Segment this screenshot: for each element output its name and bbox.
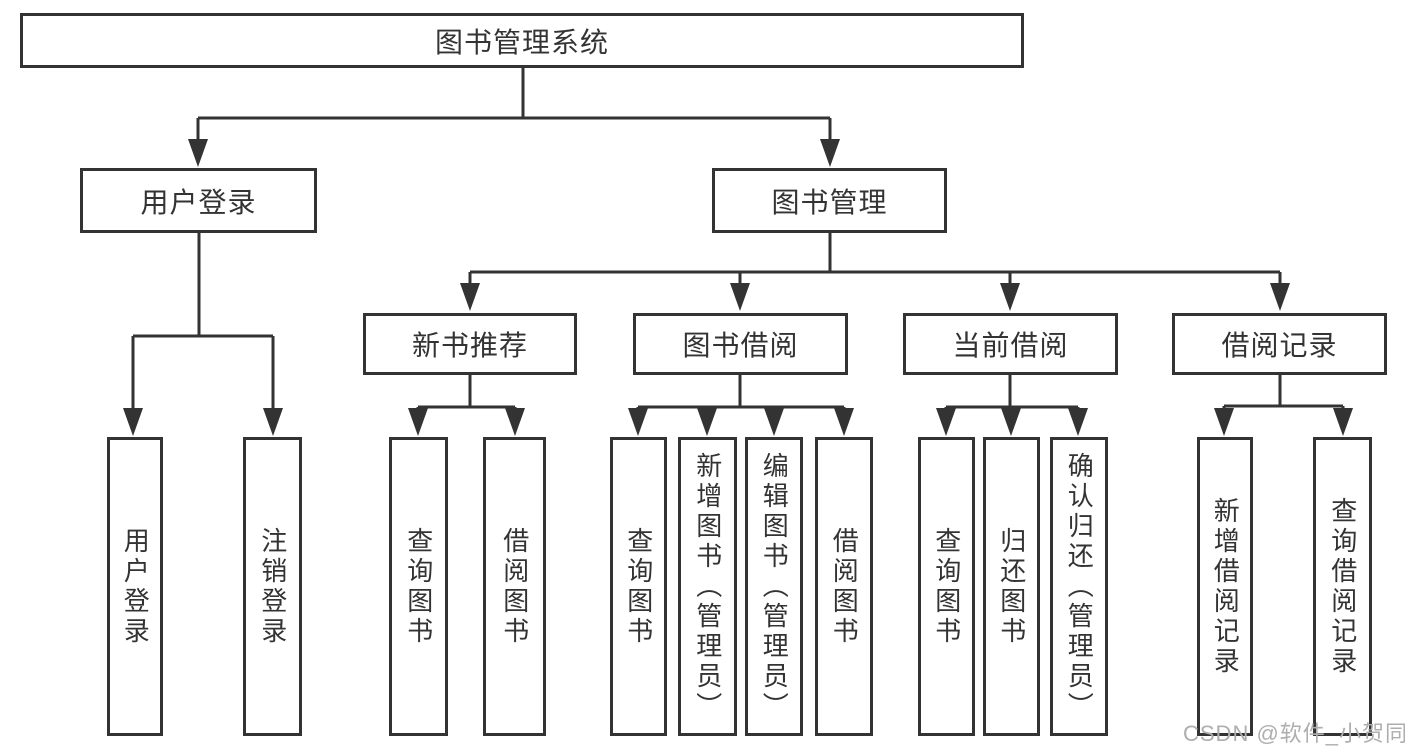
leaf-query-books-borrow: 查询图书 <box>610 437 667 736</box>
node-new-book-recommend: 新书推荐 <box>363 313 577 375</box>
leaf-user-login-label: 用户登录 <box>120 526 151 647</box>
node-book-borrow-label: 图书借阅 <box>682 330 799 361</box>
node-borrow-records: 借阅记录 <box>1172 313 1387 375</box>
node-new-book-recommend-label: 新书推荐 <box>411 330 528 361</box>
leaf-logout-label: 注销登录 <box>257 526 288 647</box>
leaf-edit-book-admin: 编辑图书（管理员） <box>745 437 803 736</box>
node-user-login-label: 用户登录 <box>140 186 257 218</box>
leaf-query-books-recommend: 查询图书 <box>389 437 448 736</box>
leaf-borrow-books-borrow-label: 借阅图书 <box>829 526 860 647</box>
leaf-query-books-current-label: 查询图书 <box>931 526 962 647</box>
leaf-query-borrow-record-label: 查询借阅记录 <box>1327 496 1358 677</box>
leaf-add-borrow-record-label: 新增借阅记录 <box>1210 496 1241 677</box>
node-borrow-records-label: 借阅记录 <box>1221 330 1338 361</box>
leaf-user-login: 用户登录 <box>107 437 163 736</box>
leaf-confirm-return-admin: 确认归还（管理员） <box>1050 437 1108 736</box>
node-book-management-label: 图书管理 <box>771 186 888 218</box>
leaf-return-books: 归还图书 <box>983 437 1040 736</box>
leaf-query-borrow-record: 查询借阅记录 <box>1313 437 1372 736</box>
node-root-label: 图书管理系统 <box>434 26 609 58</box>
node-book-borrow: 图书借阅 <box>633 313 848 375</box>
leaf-logout: 注销登录 <box>243 437 302 736</box>
leaf-query-books-recommend-label: 查询图书 <box>403 526 434 647</box>
watermark: CSDN @软件_小贺同学 <box>1183 721 1405 746</box>
leaf-borrow-books-recommend: 借阅图书 <box>483 437 546 736</box>
leaf-add-book-admin: 新增图书（管理员） <box>678 437 737 736</box>
node-root: 图书管理系统 <box>20 13 1024 68</box>
leaf-borrow-books-borrow: 借阅图书 <box>815 437 873 736</box>
leaf-add-borrow-record: 新增借阅记录 <box>1197 437 1253 736</box>
leaf-return-books-label: 归还图书 <box>996 526 1027 647</box>
node-current-borrow-label: 当前借阅 <box>952 330 1069 361</box>
node-user-login: 用户登录 <box>80 168 317 233</box>
leaf-query-books-current: 查询图书 <box>918 437 975 736</box>
leaf-query-books-borrow-label: 查询图书 <box>623 526 654 647</box>
leaf-add-book-admin-label: 新增图书（管理员） <box>692 451 723 722</box>
arrowheads <box>123 139 1353 436</box>
node-book-management: 图书管理 <box>712 168 947 233</box>
node-current-borrow: 当前借阅 <box>903 313 1118 375</box>
leaf-edit-book-admin-label: 编辑图书（管理员） <box>759 451 790 722</box>
leaf-borrow-books-recommend-label: 借阅图书 <box>499 526 530 647</box>
leaf-confirm-return-admin-label: 确认归还（管理员） <box>1064 451 1095 722</box>
